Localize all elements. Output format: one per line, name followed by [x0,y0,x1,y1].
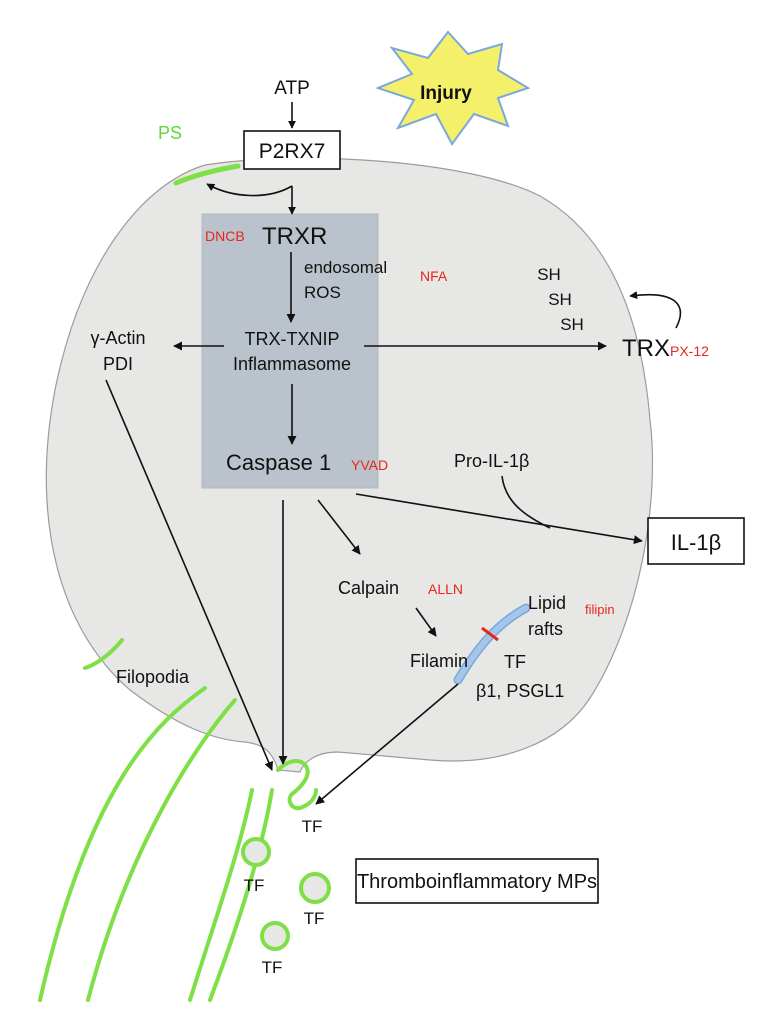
tf-raft-label: TF [504,652,526,672]
alln-label: ALLN [428,581,463,597]
microparticle-3 [260,921,290,951]
filamin-inhibition-bar [481,626,499,642]
px12-label: PX-12 [670,343,709,359]
b1-psgl1-label: β1, PSGL1 [476,681,564,701]
microparticle-2 [299,872,331,904]
inflammasome-label: Inflammasome [233,354,351,374]
filopodia-outlines [38,638,274,1002]
p2rx7-label: P2RX7 [259,140,326,163]
tf-mp3-label: TF [262,958,283,977]
filipin-label: filipin [585,602,615,617]
sh-label-3: SH [560,315,584,334]
pdi-label: PDI [103,354,133,374]
yvad-label: YVAD [351,457,388,473]
ps-membrane-segment [173,163,241,186]
injury-label: Injury [420,83,472,104]
tf-bud-label: TF [302,817,323,836]
filamin-label: Filamin [410,651,468,671]
calpain-label: Calpain [338,578,399,598]
il1b-box [647,517,745,565]
ros-label: ROS [304,283,341,302]
endosomal-label: endosomal [304,258,387,277]
microparticle-1 [241,837,271,867]
tf-mp1-label: TF [244,876,265,895]
trx-txnip-label: TRX-TXNIP [244,329,339,349]
actin-label: γ-Actin [90,328,145,348]
tf-mp2-label: TF [304,909,325,928]
trxr-label: TRXR [262,223,327,250]
arrow-trx-to-sh [629,291,682,329]
filopodia-label: Filopodia [116,667,190,687]
trx-label: TRX [622,335,670,362]
arrow-p2rx7-to-ps [206,183,293,197]
caspase-label: Caspase 1 [226,450,331,475]
atp-label: ATP [274,78,310,99]
il1b-label: IL-1β [671,530,722,555]
dncb-label: DNCB [205,228,245,244]
injury-starburst [375,30,531,146]
rafts-label: rafts [528,619,563,639]
ps-label: PS [158,123,182,143]
nfa-label: NFA [420,268,448,284]
sh-label-1: SH [537,265,561,284]
mps-label: Thromboinflammatory MPs [357,871,597,893]
sh-label-2: SH [548,290,572,309]
lipid-label: Lipid [528,593,566,613]
mps-box [355,858,599,904]
pro-il1b-label: Pro-IL-1β [454,451,529,471]
p2rx7-box [243,130,341,170]
endosome-box [201,213,379,489]
budding-membrane [276,759,318,811]
